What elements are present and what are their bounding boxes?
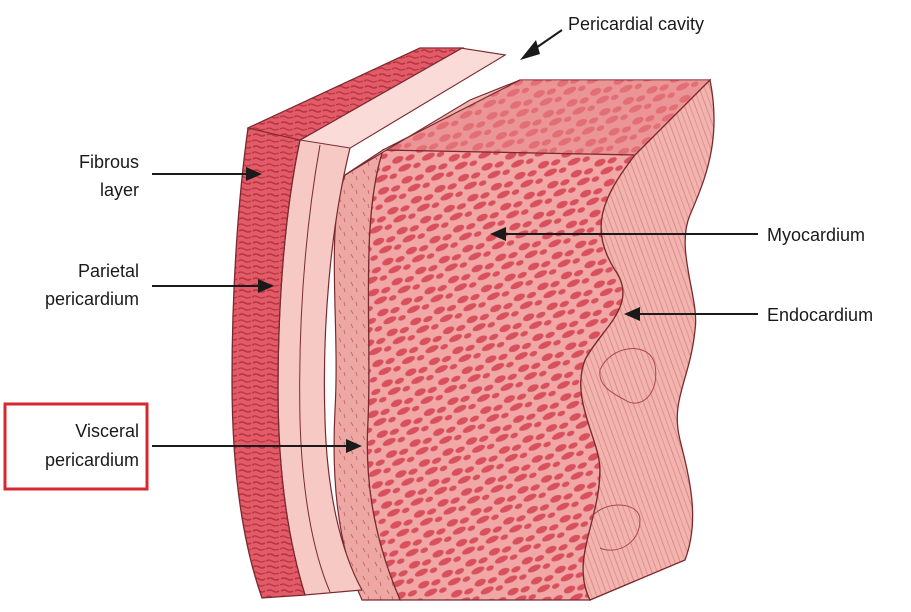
label-pericardial-cavity: Pericardial cavity (568, 14, 704, 34)
label-endocardium: Endocardium (767, 305, 873, 325)
label-parietal-pericardium-line2: pericardium (45, 289, 139, 309)
label-parietal-pericardium-line1: Parietal (78, 261, 139, 281)
visceral-pericardium-label: Visceral (75, 421, 139, 441)
label-myocardium: Myocardium (767, 225, 865, 245)
label-fibrous-layer-line1: Fibrous (79, 152, 139, 172)
visceral-pericardium-label-line2: pericardium (45, 450, 139, 470)
visceral-pericardium-highlight-box (5, 404, 147, 489)
label-fibrous-layer-line2: layer (100, 180, 139, 200)
